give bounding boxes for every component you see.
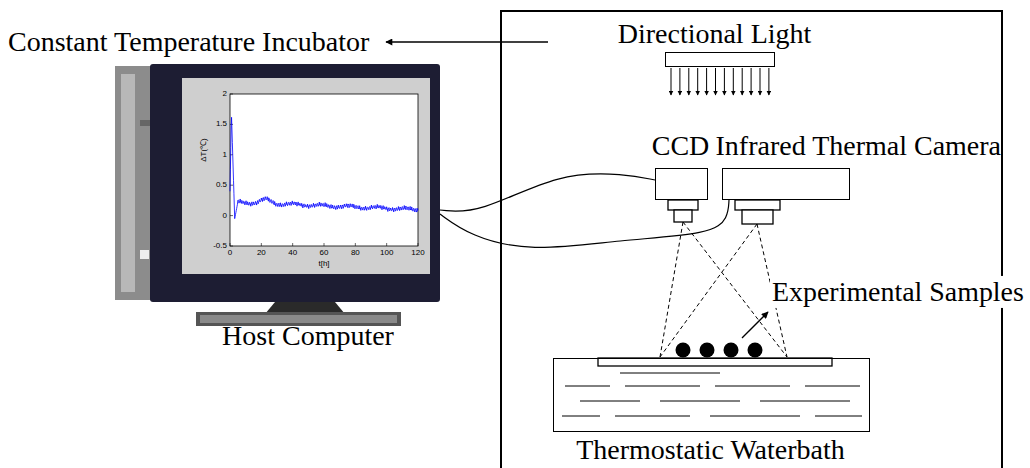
light-rays (751, 68, 752, 95)
water-line (620, 373, 720, 374)
water-line (562, 373, 862, 416)
axis-title: ΔT(℃) (199, 138, 208, 162)
water-line (615, 416, 690, 417)
camera-lens (668, 200, 698, 210)
temperature-chart (355, 243, 356, 246)
node-label: Host Computer (222, 319, 394, 353)
light-rays (679, 68, 680, 95)
light-rays (768, 68, 769, 95)
water-line (805, 386, 860, 387)
light-source: Directional Light (665, 52, 775, 67)
water-line (660, 401, 740, 402)
computer-tower (121, 74, 135, 292)
tick-label: 1.5 (216, 120, 227, 129)
light-rays (733, 68, 734, 95)
incubator-leader (386, 42, 548, 43)
light-rays (671, 68, 769, 95)
light-rays (706, 68, 707, 95)
temperature-chart (230, 246, 233, 247)
view-line (660, 222, 787, 357)
tick-label: 0 (228, 248, 232, 257)
sample-dot (700, 343, 715, 358)
water-bath: Thermostatic Waterbath (553, 358, 870, 432)
tick-label: 2 (223, 89, 227, 98)
incubator-box: Directional LightCCDInfrared Thermal Cam… (500, 10, 1003, 468)
monitor (150, 64, 440, 314)
node-label: Directional Light (618, 17, 812, 51)
monitor (150, 64, 440, 302)
water-line (562, 416, 600, 417)
camera-lens (742, 210, 773, 224)
tick-label: 100 (380, 248, 393, 257)
sample-dot (748, 343, 763, 358)
temperature-chart (230, 243, 231, 246)
tick-label: 20 (257, 248, 266, 257)
tick-label: 0.5 (216, 181, 227, 190)
temperature-chart (230, 215, 233, 216)
tick-label: 120 (411, 248, 424, 257)
water-line (815, 416, 862, 417)
axis-title: t[h] (318, 259, 329, 268)
light-rays (724, 68, 725, 95)
temperature-chart (230, 94, 418, 246)
tick-label: 1 (223, 150, 227, 159)
node-label: CCD (652, 129, 710, 163)
samples-leader (742, 312, 768, 338)
temperature-chart (324, 243, 325, 246)
temperature-chart (386, 243, 387, 246)
node-label: Infrared Thermal Camera (716, 129, 1002, 163)
water-line (710, 416, 800, 417)
view-line (660, 222, 683, 357)
light-rays (671, 68, 672, 95)
water-line (580, 401, 640, 402)
samples-leader (742, 312, 768, 338)
temperature-chart (261, 243, 262, 246)
incubator-leader (386, 41, 548, 42)
temperature-chart (230, 94, 233, 95)
ccd-camera: CCD (655, 168, 708, 200)
water-line (565, 386, 610, 387)
sample-dot (724, 343, 739, 358)
computer-tower (140, 250, 149, 259)
host-computer: Host Computer (150, 64, 440, 302)
light-rays (742, 68, 743, 95)
sample-tray (598, 358, 832, 366)
sample-dot (676, 343, 691, 358)
light-rays (688, 68, 689, 95)
node-label: Constant Temperature Incubator (8, 25, 369, 59)
tick-label: 60 (320, 248, 329, 257)
tick-label: 0 (223, 211, 227, 220)
monitor (230, 94, 418, 246)
sample-dot (676, 343, 763, 358)
temperature-chart (418, 243, 419, 246)
water-line (715, 386, 790, 387)
light-rays (760, 68, 761, 95)
thermal-camera: Infrared Thermal Camera (722, 168, 850, 200)
sample-tray (598, 358, 832, 366)
tick-label: 40 (288, 248, 297, 257)
sample-label: Experimental Samples (770, 276, 1026, 308)
camera-lens (674, 210, 692, 222)
tick-label: -0.5 (213, 241, 227, 250)
tick-label: 80 (351, 248, 360, 257)
cable (440, 174, 655, 211)
water-line (625, 386, 700, 387)
monitor (182, 78, 430, 274)
light-rays (715, 68, 716, 95)
camera-lens (735, 200, 780, 210)
water-line (760, 401, 850, 402)
light-rays (697, 68, 698, 95)
node-label: Thermostatic Waterbath (576, 433, 845, 467)
temperature-chart (230, 117, 418, 218)
cable (440, 200, 729, 247)
temperature-chart (292, 243, 293, 246)
